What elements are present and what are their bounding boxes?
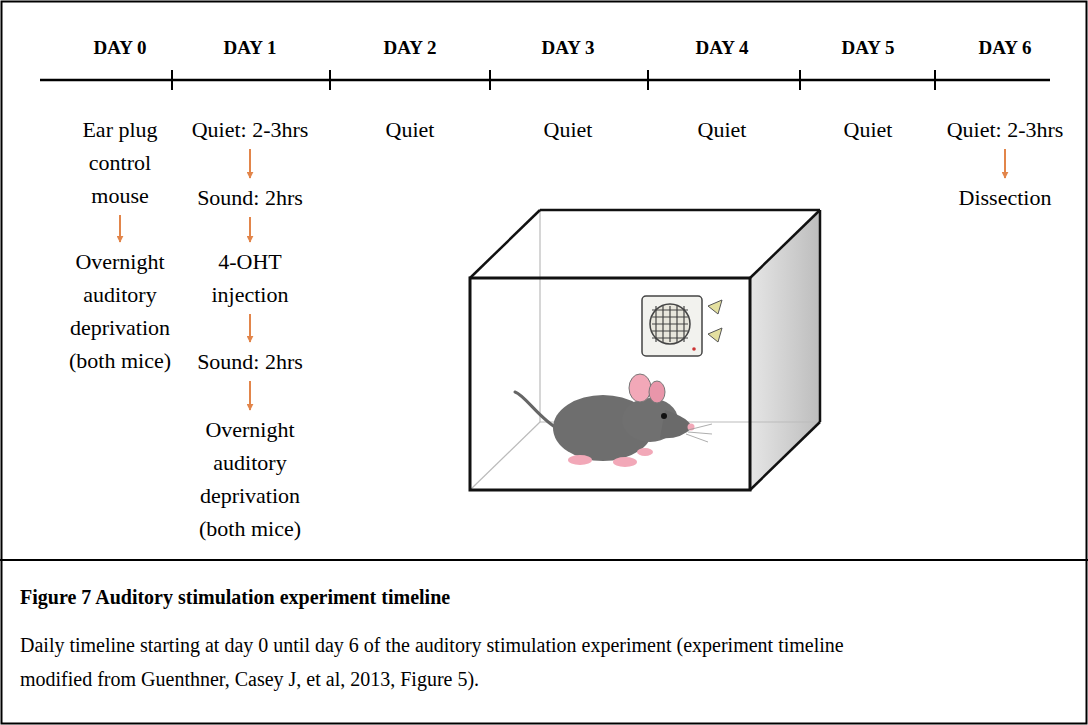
day-label: DAY 1	[224, 36, 277, 60]
figure-title: Figure 7 Auditory stimulation experiment…	[20, 584, 450, 610]
divider	[0, 559, 1088, 561]
timeline-axis	[40, 79, 1050, 82]
step-text: Overnight auditory deprivation (both mic…	[180, 413, 320, 545]
step-text: Dissection	[930, 181, 1080, 214]
step-arrow	[249, 149, 251, 178]
step-label: Sound: 2hrs	[165, 345, 335, 378]
step-label: Overnight auditory deprivation (both mic…	[180, 413, 320, 545]
day-label: DAY 3	[542, 36, 595, 60]
step-text: Ear plug control mouse	[65, 113, 175, 212]
step-label: Dissection	[930, 181, 1080, 214]
step-text: Sound: 2hrs	[165, 345, 335, 378]
step-label: 4-OHT injection	[200, 245, 300, 311]
step-arrow	[1004, 149, 1006, 178]
day-label: DAY 2	[384, 36, 437, 60]
step-arrow	[249, 381, 251, 410]
step-text: Quiet	[808, 113, 928, 146]
step-text: Overnight auditory deprivation (both mic…	[50, 245, 190, 377]
step-label: Quiet	[808, 113, 928, 146]
step-text: Quiet	[662, 113, 782, 146]
step-label: Quiet	[508, 113, 628, 146]
step-text: Quiet	[508, 113, 628, 146]
step-arrow	[249, 314, 251, 342]
step-text: 4-OHT injection	[200, 245, 300, 311]
cage-box	[470, 210, 820, 490]
speaker-symbol	[642, 296, 722, 356]
step-label: Sound: 2hrs	[165, 181, 335, 214]
step-label: Quiet: 2-3hrs	[165, 113, 335, 146]
step-arrow	[119, 215, 121, 242]
step-label: Quiet	[350, 113, 470, 146]
step-label: Quiet: 2-3hrs	[930, 113, 1080, 146]
step-text: Quiet	[350, 113, 470, 146]
step-text: Sound: 2hrs	[165, 181, 335, 214]
day-label: DAY 0	[94, 36, 147, 60]
day-label: DAY 5	[842, 36, 895, 60]
step-text: Quiet: 2-3hrs	[930, 113, 1080, 146]
step-label: Overnight auditory deprivation (both mic…	[50, 245, 190, 377]
day-label: DAY 4	[696, 36, 749, 60]
mouse-figure	[515, 374, 712, 467]
timeline-ticks	[172, 70, 935, 90]
day-label: DAY 6	[979, 36, 1032, 60]
step-arrow	[249, 217, 251, 242]
step-label: Quiet	[662, 113, 782, 146]
step-text: Quiet: 2-3hrs	[165, 113, 335, 146]
figure-caption: Daily timeline starting at day 0 until d…	[20, 628, 850, 696]
step-label: Ear plug control mouse	[65, 113, 175, 212]
